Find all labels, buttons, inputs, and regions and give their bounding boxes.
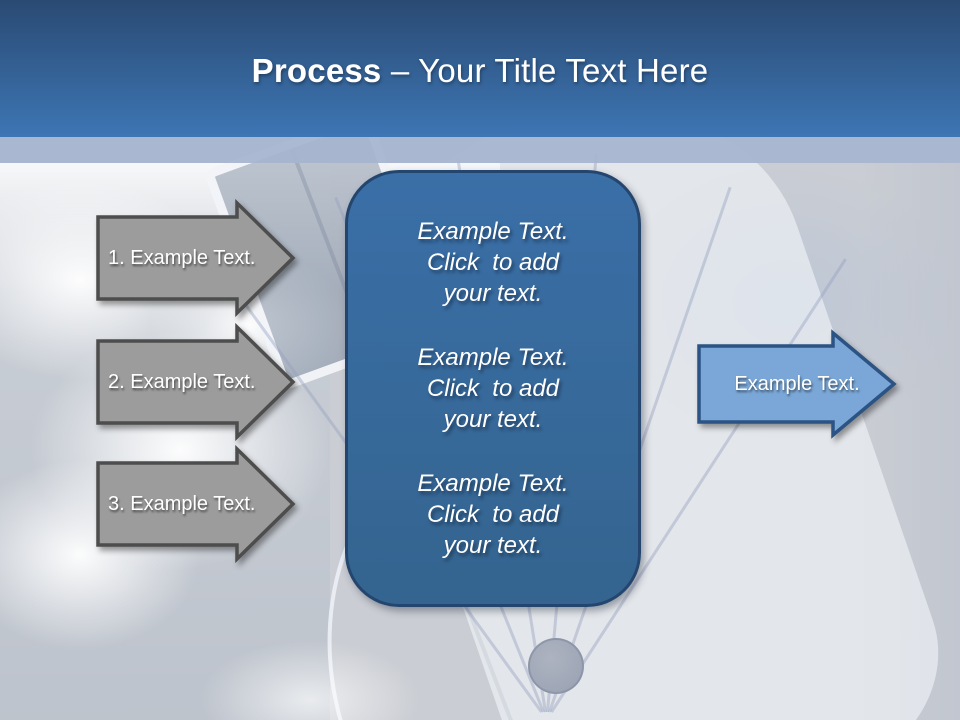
right-arrow-shape bbox=[96, 198, 296, 318]
header-accent-band bbox=[0, 137, 960, 163]
step-arrow-1-label: 1. Example Text. bbox=[108, 246, 256, 269]
step-arrow-1[interactable]: 1. Example Text. bbox=[96, 198, 296, 318]
right-arrow-shape bbox=[697, 329, 897, 439]
right-arrow-shape bbox=[96, 444, 296, 564]
title-bar: Process – Your Title Text Here bbox=[0, 0, 960, 137]
step-arrow-3-label: 3. Example Text. bbox=[108, 492, 256, 515]
step-arrow-2-label: 2. Example Text. bbox=[108, 370, 256, 393]
content-paragraph-3[interactable]: Example Text. Click to add your text. bbox=[417, 470, 569, 559]
foam-patch bbox=[200, 640, 420, 720]
title-keyword: Process bbox=[251, 52, 382, 89]
content-paragraph-2[interactable]: Example Text. Click to add your text. bbox=[417, 344, 569, 433]
result-arrow[interactable]: Example Text. bbox=[697, 329, 897, 439]
right-arrow-shape bbox=[96, 322, 296, 442]
step-arrow-2[interactable]: 2. Example Text. bbox=[96, 322, 296, 442]
content-paragraph-1[interactable]: Example Text. Click to add your text. bbox=[417, 218, 569, 307]
result-arrow-label: Example Text. bbox=[734, 372, 860, 395]
title-rest: – Your Title Text Here bbox=[390, 52, 709, 89]
boat-hatch-circle bbox=[528, 638, 584, 694]
step-arrow-3[interactable]: 3. Example Text. bbox=[96, 444, 296, 564]
slide-title[interactable]: Process – Your Title Text Here bbox=[0, 52, 960, 90]
content-box[interactable]: Example Text. Click to add your text. Ex… bbox=[345, 170, 641, 607]
